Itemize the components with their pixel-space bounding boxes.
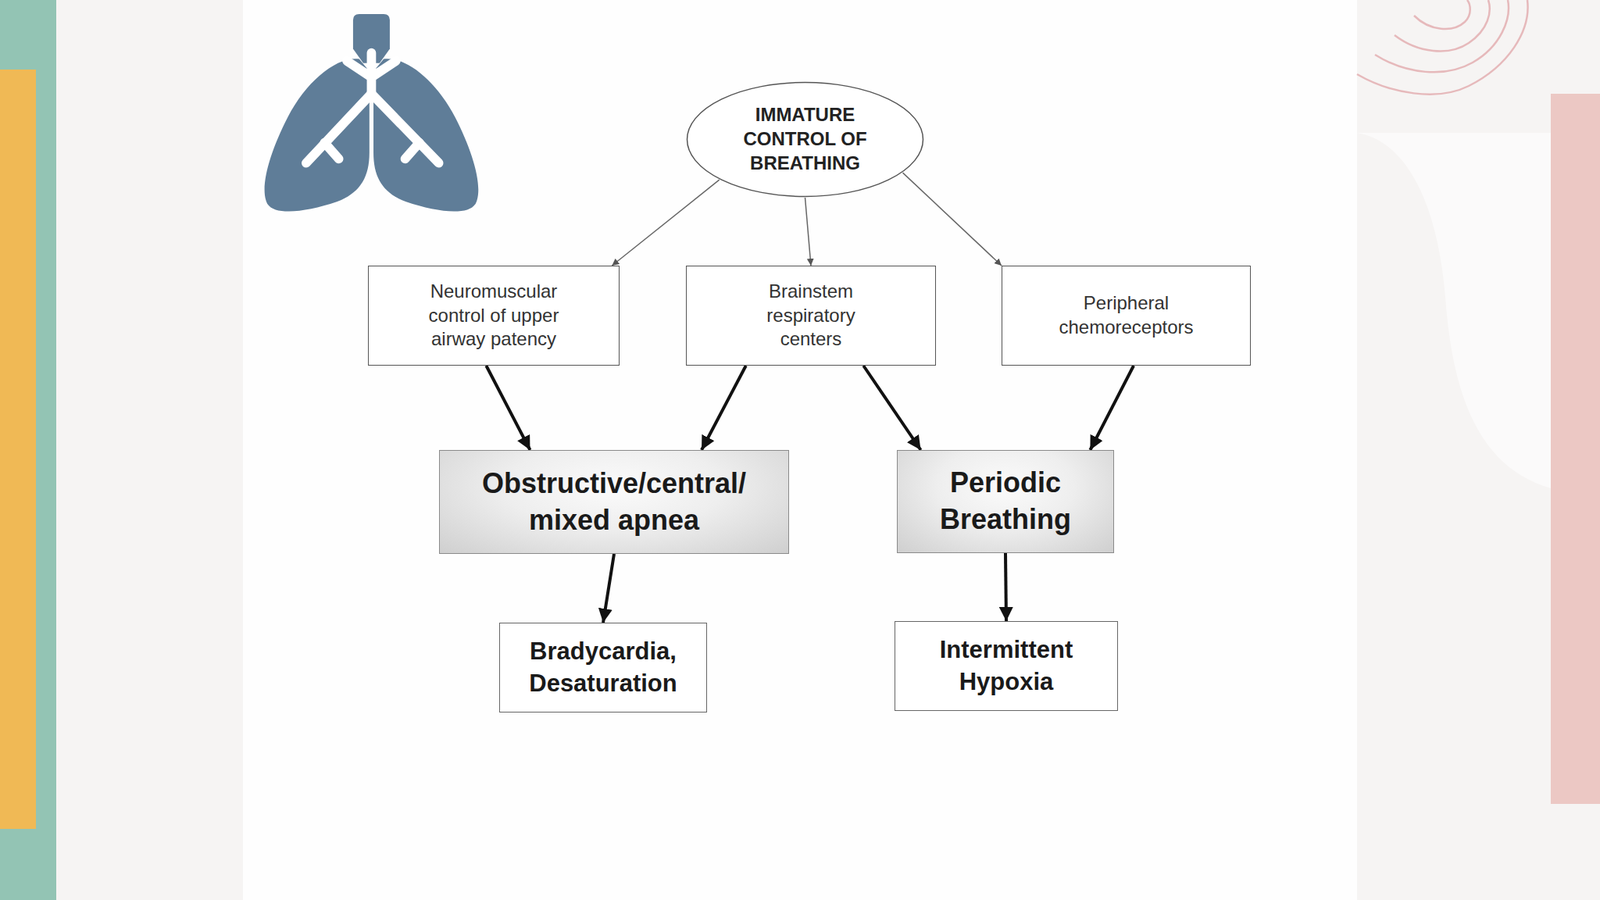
- contour-decor: [1357, 0, 1529, 95]
- connector-arrow: [903, 172, 1002, 266]
- bronchus-line: [306, 93, 372, 164]
- lung-bronchi: [306, 53, 440, 164]
- decor-blob: [1357, 132, 1551, 489]
- teal-stripe: [0, 0, 57, 900]
- contour-line: [1394, 0, 1490, 51]
- root-ellipse: IMMATURE CONTROL OF BREATHING: [685, 81, 925, 198]
- node-label: Neuromuscular control of upper airway pa…: [417, 279, 571, 352]
- bronchus-line: [405, 142, 420, 160]
- node-label: Obstructive/central/ mixed apnea: [447, 465, 781, 540]
- node-label: Intermittent Hypoxia: [904, 634, 1108, 698]
- bronchus-line: [346, 60, 397, 78]
- effect-box: Bradycardia, Desaturation: [499, 622, 708, 713]
- node-label: IMMATURE CONTROL OF BREATHING: [731, 103, 879, 175]
- connector-arrow: [485, 365, 530, 450]
- connector-arrow: [701, 365, 747, 450]
- connector-arrow: [863, 365, 921, 450]
- node-label: Brainstem respiratory centers: [735, 279, 887, 352]
- connector-arrow: [1005, 553, 1007, 622]
- outcome-box: Periodic Breathing: [896, 450, 1115, 554]
- mechanism-box: Neuromuscular control of upper airway pa…: [367, 265, 620, 366]
- bronchus-line: [371, 93, 439, 164]
- lung-icon: [264, 14, 479, 212]
- lung-left-lobe: [264, 58, 370, 211]
- mechanism-box: Brainstem respiratory centers: [685, 265, 936, 366]
- effect-box: Intermittent Hypoxia: [894, 621, 1118, 711]
- connector-arrow: [1089, 365, 1134, 450]
- contour-line: [1414, 0, 1471, 29]
- orange-stripe: [0, 69, 36, 829]
- contour-line: [1357, 0, 1529, 95]
- contour-line: [1375, 0, 1509, 72]
- ellipse-shape: [687, 82, 924, 197]
- outcome-box: Obstructive/central/ mixed apnea: [439, 450, 790, 554]
- node-label: Bradycardia, Desaturation: [509, 635, 697, 700]
- connector-arrow: [611, 179, 719, 266]
- node-label: Peripheral chemoreceptors: [1050, 291, 1202, 340]
- slide-panel: [242, 0, 1358, 900]
- mechanism-box: Peripheral chemoreceptors: [1001, 265, 1251, 366]
- connector-arrow: [805, 197, 812, 266]
- lung-right-lobe: [373, 58, 479, 211]
- pink-stripe: [1550, 93, 1600, 804]
- connector-arrow: [603, 553, 615, 623]
- node-label: Periodic Breathing: [905, 464, 1106, 539]
- bronchus-line: [324, 142, 339, 160]
